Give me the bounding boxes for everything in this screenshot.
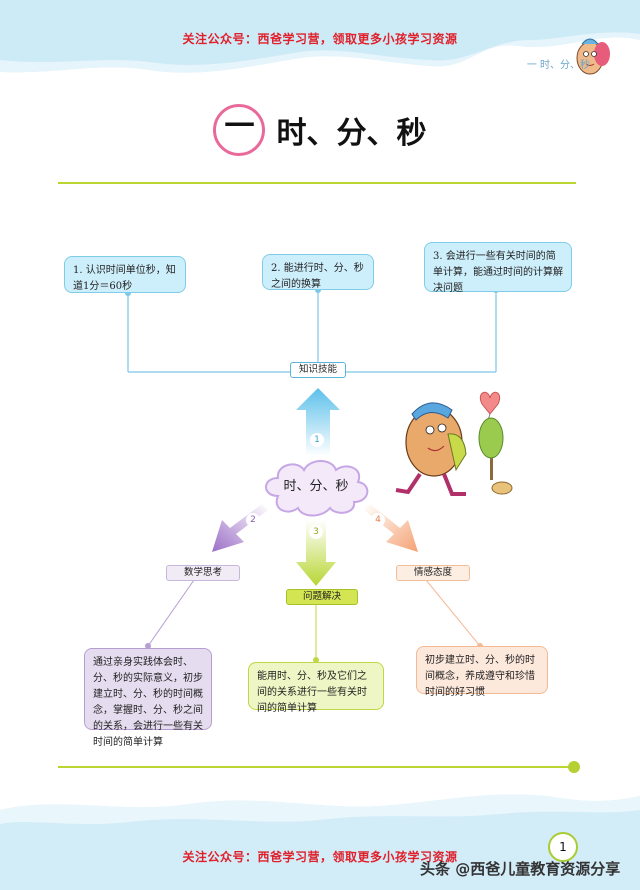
attitude-box: 初步建立时、分、秒的时间概念，养成遵守和珍惜时间的好习惯 [416,646,548,698]
arrow-number-2: 2 [246,513,260,527]
knowledge-label: 知识技能 [290,362,346,378]
page-number: 1 [548,832,578,862]
knowledge-item-2: 2. 能进行时、分、秒之间的换算 [262,254,374,290]
cartoon-character-icon [395,391,513,496]
problem-solving-label: 问题解决 [286,589,358,605]
problem-solving-box: 能用时、分、秒及它们之间的关系进行一些有关时间的简单计算 [248,662,384,714]
title-text: 时、分、秒 [276,116,427,151]
arrow-number-3: 3 [309,525,323,539]
knowledge-item-1: 1. 认识时间单位秒，知道1分＝60秒 [64,256,186,293]
mascot-icon [576,38,610,75]
watermark: 头条 @西爸儿童教育资源分享 [420,860,621,878]
math-thinking-label: 数学思考 [166,565,240,581]
top-divider [58,182,576,184]
footer-wave [0,794,640,890]
header-promo: 关注公众号：西爸学习营，领取更多小孩学习资源 [182,32,458,46]
chapter-tag: 一 时、分、秒 [526,60,590,71]
title-number: 一 [213,104,266,156]
arrow-number-4: 4 [371,513,385,527]
divider-dot-icon [568,761,580,773]
footer-promo: 关注公众号：西爸学习营，领取更多小孩学习资源 [182,850,458,864]
bottom-divider [58,766,570,768]
math-thinking-box: 通过亲身实践体会时、分、秒的实际意义，初步建立时、分、秒的时间概念，掌握时、分、… [84,648,212,748]
center-label: 时、分、秒 [283,479,349,494]
attitude-label: 情感态度 [396,565,470,581]
center-cloud [265,460,369,517]
arrow-number-1: 1 [310,433,324,447]
header-wave [0,0,640,73]
page-title: 一 时、分、秒 [0,104,640,156]
knowledge-item-3: 3. 会进行一些有关时间的简单计算，能通过时间的计算解决问题 [424,242,572,294]
